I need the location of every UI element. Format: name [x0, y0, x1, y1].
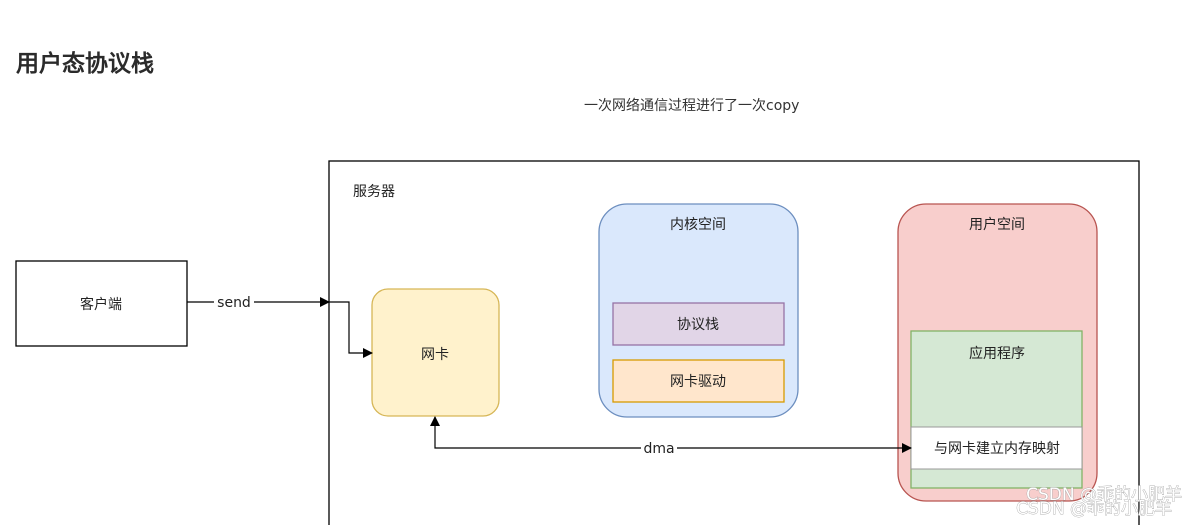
watermark-text: CSDN @乖的小肥羊 [1026, 485, 1182, 505]
protocol-stack-label: 协议栈 [677, 317, 719, 333]
kernel-space-label: 内核空间 [670, 217, 726, 233]
nic-driver-label: 网卡驱动 [670, 374, 726, 390]
dma-label-bg [641, 440, 677, 456]
nic-driver-box [612, 359, 785, 403]
client-box [15, 260, 188, 347]
dma-label: dma [643, 441, 674, 457]
send-label: send [217, 295, 251, 311]
protocol-stack-box [612, 302, 785, 346]
memory-map-box [910, 426, 1083, 470]
diagram-caption: 一次网络通信过程进行了一次copy [584, 98, 800, 114]
memory-map-label: 与网卡建立内存映射 [934, 441, 1060, 457]
user-space-label: 用户空间 [969, 216, 1025, 233]
server-frame [328, 160, 1140, 525]
server-label: 服务器 [353, 184, 395, 200]
article-heading: 用户态协议栈 [16, 51, 154, 77]
dma-arrow [430, 416, 912, 453]
application-label: 应用程序 [969, 345, 1025, 362]
nic-label: 网卡 [421, 347, 449, 363]
nic-inbound-arrow [329, 301, 373, 358]
send-label-bg [214, 294, 254, 310]
client-label: 客户端 [80, 296, 122, 313]
watermark-text-shadow: CSDN @乖的小肥羊 [1016, 499, 1172, 519]
